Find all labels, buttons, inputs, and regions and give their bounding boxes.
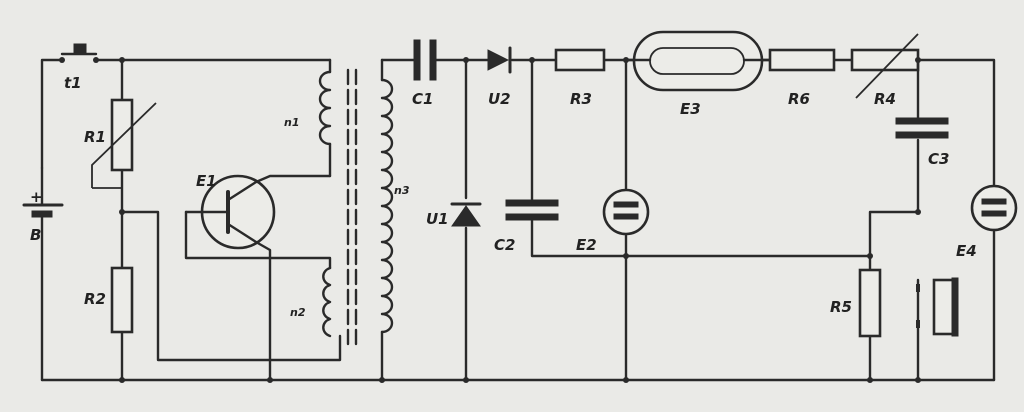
wire-c2: [530, 58, 872, 258]
coil-n1: [318, 58, 332, 178]
label-C1: C1: [412, 90, 433, 108]
label-E1: E1: [196, 172, 217, 190]
label-U2: U2: [488, 90, 511, 108]
resistor-R3: [554, 48, 606, 72]
label-R5: R5: [830, 298, 852, 316]
label-t1: t1: [64, 74, 82, 92]
label-R4: R4: [874, 90, 896, 108]
label-n2: n2: [290, 306, 306, 319]
label-n1: n1: [284, 116, 300, 129]
wire-left-top: [40, 58, 64, 170]
contact-element: [916, 277, 959, 337]
label-C3: C3: [928, 150, 949, 168]
transformer-core: [346, 68, 358, 352]
neon-lamp-E2: [602, 188, 650, 236]
label-E2: E2: [576, 236, 597, 254]
wire-bias: [120, 210, 342, 362]
coil-n2: [268, 256, 332, 338]
battery-B: [22, 166, 64, 382]
label-plus: +: [30, 188, 43, 206]
switch-t1: [59, 43, 99, 63]
coil-n3: [380, 58, 394, 382]
label-E4: E4: [956, 242, 977, 260]
label-R6: R6: [788, 90, 810, 108]
capacitor-C3: [895, 117, 949, 139]
label-R2: R2: [84, 290, 106, 308]
label-C2: C2: [494, 236, 515, 254]
resistor-R5: [858, 268, 882, 338]
resistor-R6: [768, 48, 836, 72]
wire-r5: [868, 210, 920, 382]
resistor-R2: [110, 266, 134, 334]
label-B: B: [30, 226, 41, 244]
diode-U2: [487, 46, 512, 74]
label-U1: U1: [426, 210, 449, 228]
capacitor-C1: [413, 39, 437, 81]
tube-E3: [624, 30, 772, 92]
neon-lamp-E4: [970, 184, 1018, 232]
label-n3: n3: [394, 184, 410, 197]
label-R3: R3: [570, 90, 592, 108]
label-E3: E3: [680, 100, 701, 118]
R4-adjust-arrow: [855, 33, 919, 99]
label-R1: R1: [84, 128, 106, 146]
R1-adjust-arrow: [91, 102, 157, 188]
capacitor-C2: [505, 199, 559, 221]
diode-U1: [450, 202, 482, 227]
